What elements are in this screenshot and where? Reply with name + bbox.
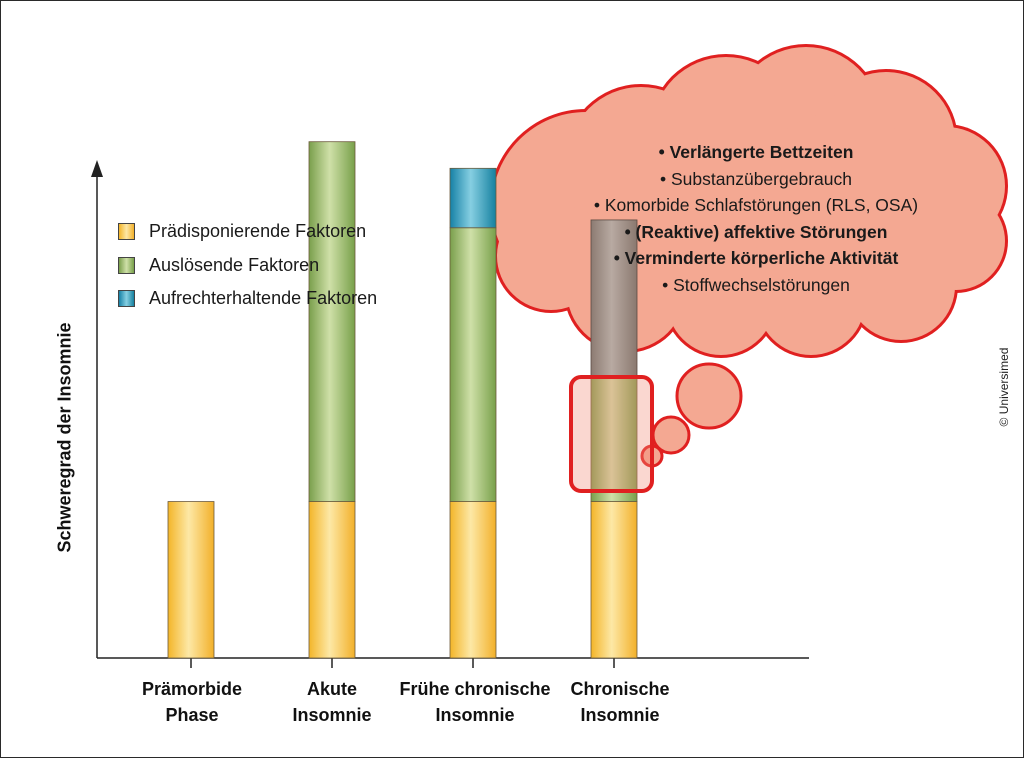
x-tick-label-chronic: Chronische Insomnie [535, 676, 705, 728]
x-tick-line: Insomnie [292, 705, 372, 725]
thought-bubble-medium [675, 362, 743, 430]
cloud-fill-lobe [497, 202, 605, 310]
x-tick-label-early-chronic: Frühe chronische Insomnie [390, 676, 560, 728]
highlight-frame [569, 375, 654, 493]
legend-label: Auslösende Faktoren [149, 254, 320, 275]
cloud-item: • Substanzübergebrauch [660, 168, 852, 189]
cloud-item: • Verlängerte Bettzeiten [658, 142, 854, 162]
legend-swatch-blue [118, 289, 135, 307]
legend-swatch-green [118, 256, 135, 274]
bar-predisposing [590, 501, 638, 659]
x-tick-label-acute: Akute Insomnie [247, 676, 417, 728]
x-tick-line: Akute [306, 679, 357, 699]
bar-triggering [308, 141, 356, 502]
x-tick-line: Phase [165, 705, 219, 725]
thought-cloud [489, 44, 1008, 468]
y-axis-arrow [91, 160, 103, 177]
x-tick-line: Chronische [570, 679, 670, 699]
bar-predisposing [449, 501, 497, 659]
legend-item-perpetuating: Aufrechterhaltende Faktoren [118, 287, 377, 309]
cloud-item: • (Reaktive) affektive Störungen [624, 221, 888, 242]
x-tick-line: Frühe chronische [399, 679, 551, 699]
cloud-fill-lobe [747, 112, 935, 300]
x-tick-line: Insomnie [580, 705, 660, 725]
legend-label: Aufrechterhaltende Faktoren [149, 287, 378, 308]
legend-item-triggering: Auslösende Faktoren [118, 254, 319, 276]
y-axis-label: Schweregrad der Insomnie [54, 322, 75, 553]
legend-swatch-yellow [118, 222, 135, 240]
x-tick-label-premorbid: Prämorbide Phase [107, 676, 277, 728]
copyright-notice: © Universimed [997, 347, 1011, 427]
legend-label: Prädisponierende Faktoren [149, 220, 367, 241]
cloud-text: • Verlängerte Bettzeiten • Substanzüberg… [521, 139, 991, 298]
cloud-item: • Stoffwechselstörungen [662, 274, 850, 295]
bar-triggering [590, 375, 638, 502]
x-tick-line: Prämorbide [141, 679, 243, 699]
bar-predisposing [167, 501, 215, 659]
cloud-item: • Komorbide Schlafstörungen (RLS, OSA) [593, 195, 919, 215]
bar-triggering [449, 227, 497, 502]
cloud-item: • Verminderte körperliche Aktivität [613, 248, 899, 268]
bar-predisposing [308, 501, 356, 659]
legend-item-predisposing: Prädisponierende Faktoren [118, 220, 366, 242]
x-tick-line: Insomnie [435, 705, 515, 725]
bar-perpetuating [449, 167, 497, 229]
